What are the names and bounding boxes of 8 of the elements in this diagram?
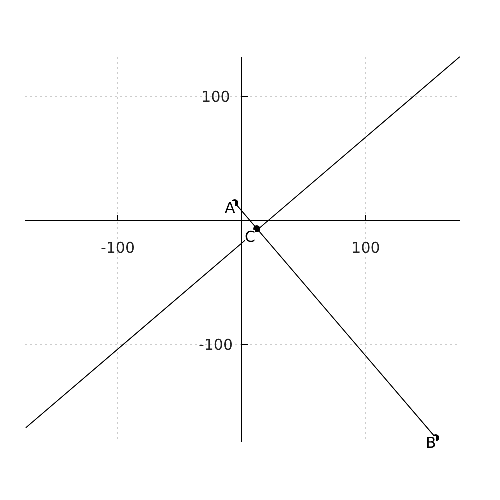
tick-label: -100 [198, 336, 234, 354]
tick-label: 100 [202, 88, 230, 106]
point-label: A [225, 201, 236, 216]
point-label: B [426, 436, 436, 451]
point-label: C [245, 230, 256, 245]
tick-label: -100 [100, 239, 136, 257]
line-segment [234, 202, 436, 438]
tick-label: 100 [352, 239, 380, 257]
